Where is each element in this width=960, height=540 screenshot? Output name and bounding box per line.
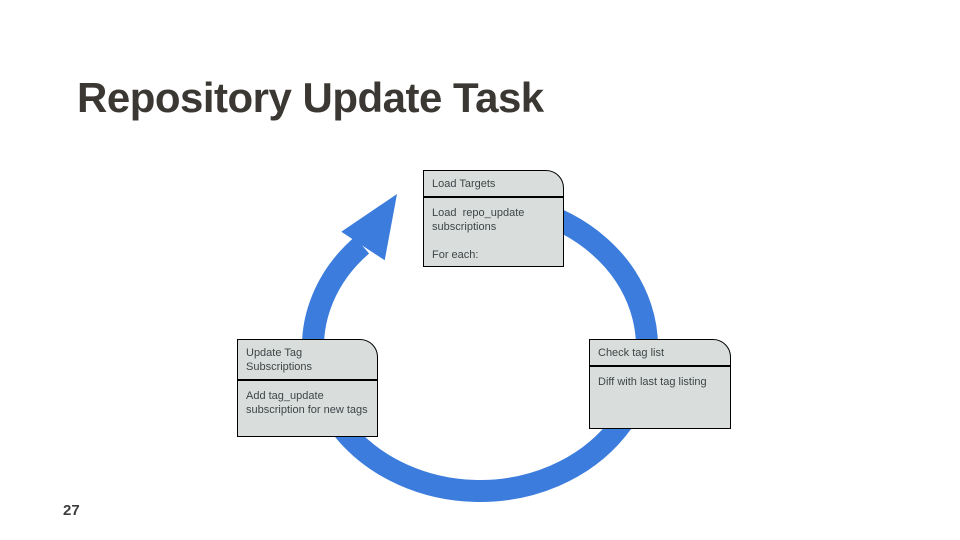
node-load-targets-body: Load repo_update subscriptions For each: [432,207,525,261]
node-update-tag-subscriptions-body: Add tag_update subscription for new tags [246,390,368,416]
node-update-tag-subscriptions: Update Tag Subscriptions Add tag_update … [237,339,378,437]
node-load-targets-header: Load Targets [424,171,563,198]
cycle-arrow-head [341,194,397,261]
node-check-tag-list: Check tag list Diff with last tag listin… [589,339,731,429]
page-title: Repository Update Task [77,74,544,121]
page-number: 27 [63,502,80,519]
node-check-tag-list-body: Diff with last tag listing [598,376,707,388]
node-check-tag-list-header: Check tag list [590,340,730,367]
node-load-targets: Load Targets Load repo_update subscripti… [423,170,564,267]
node-update-tag-subscriptions-header: Update Tag Subscriptions [238,340,377,381]
